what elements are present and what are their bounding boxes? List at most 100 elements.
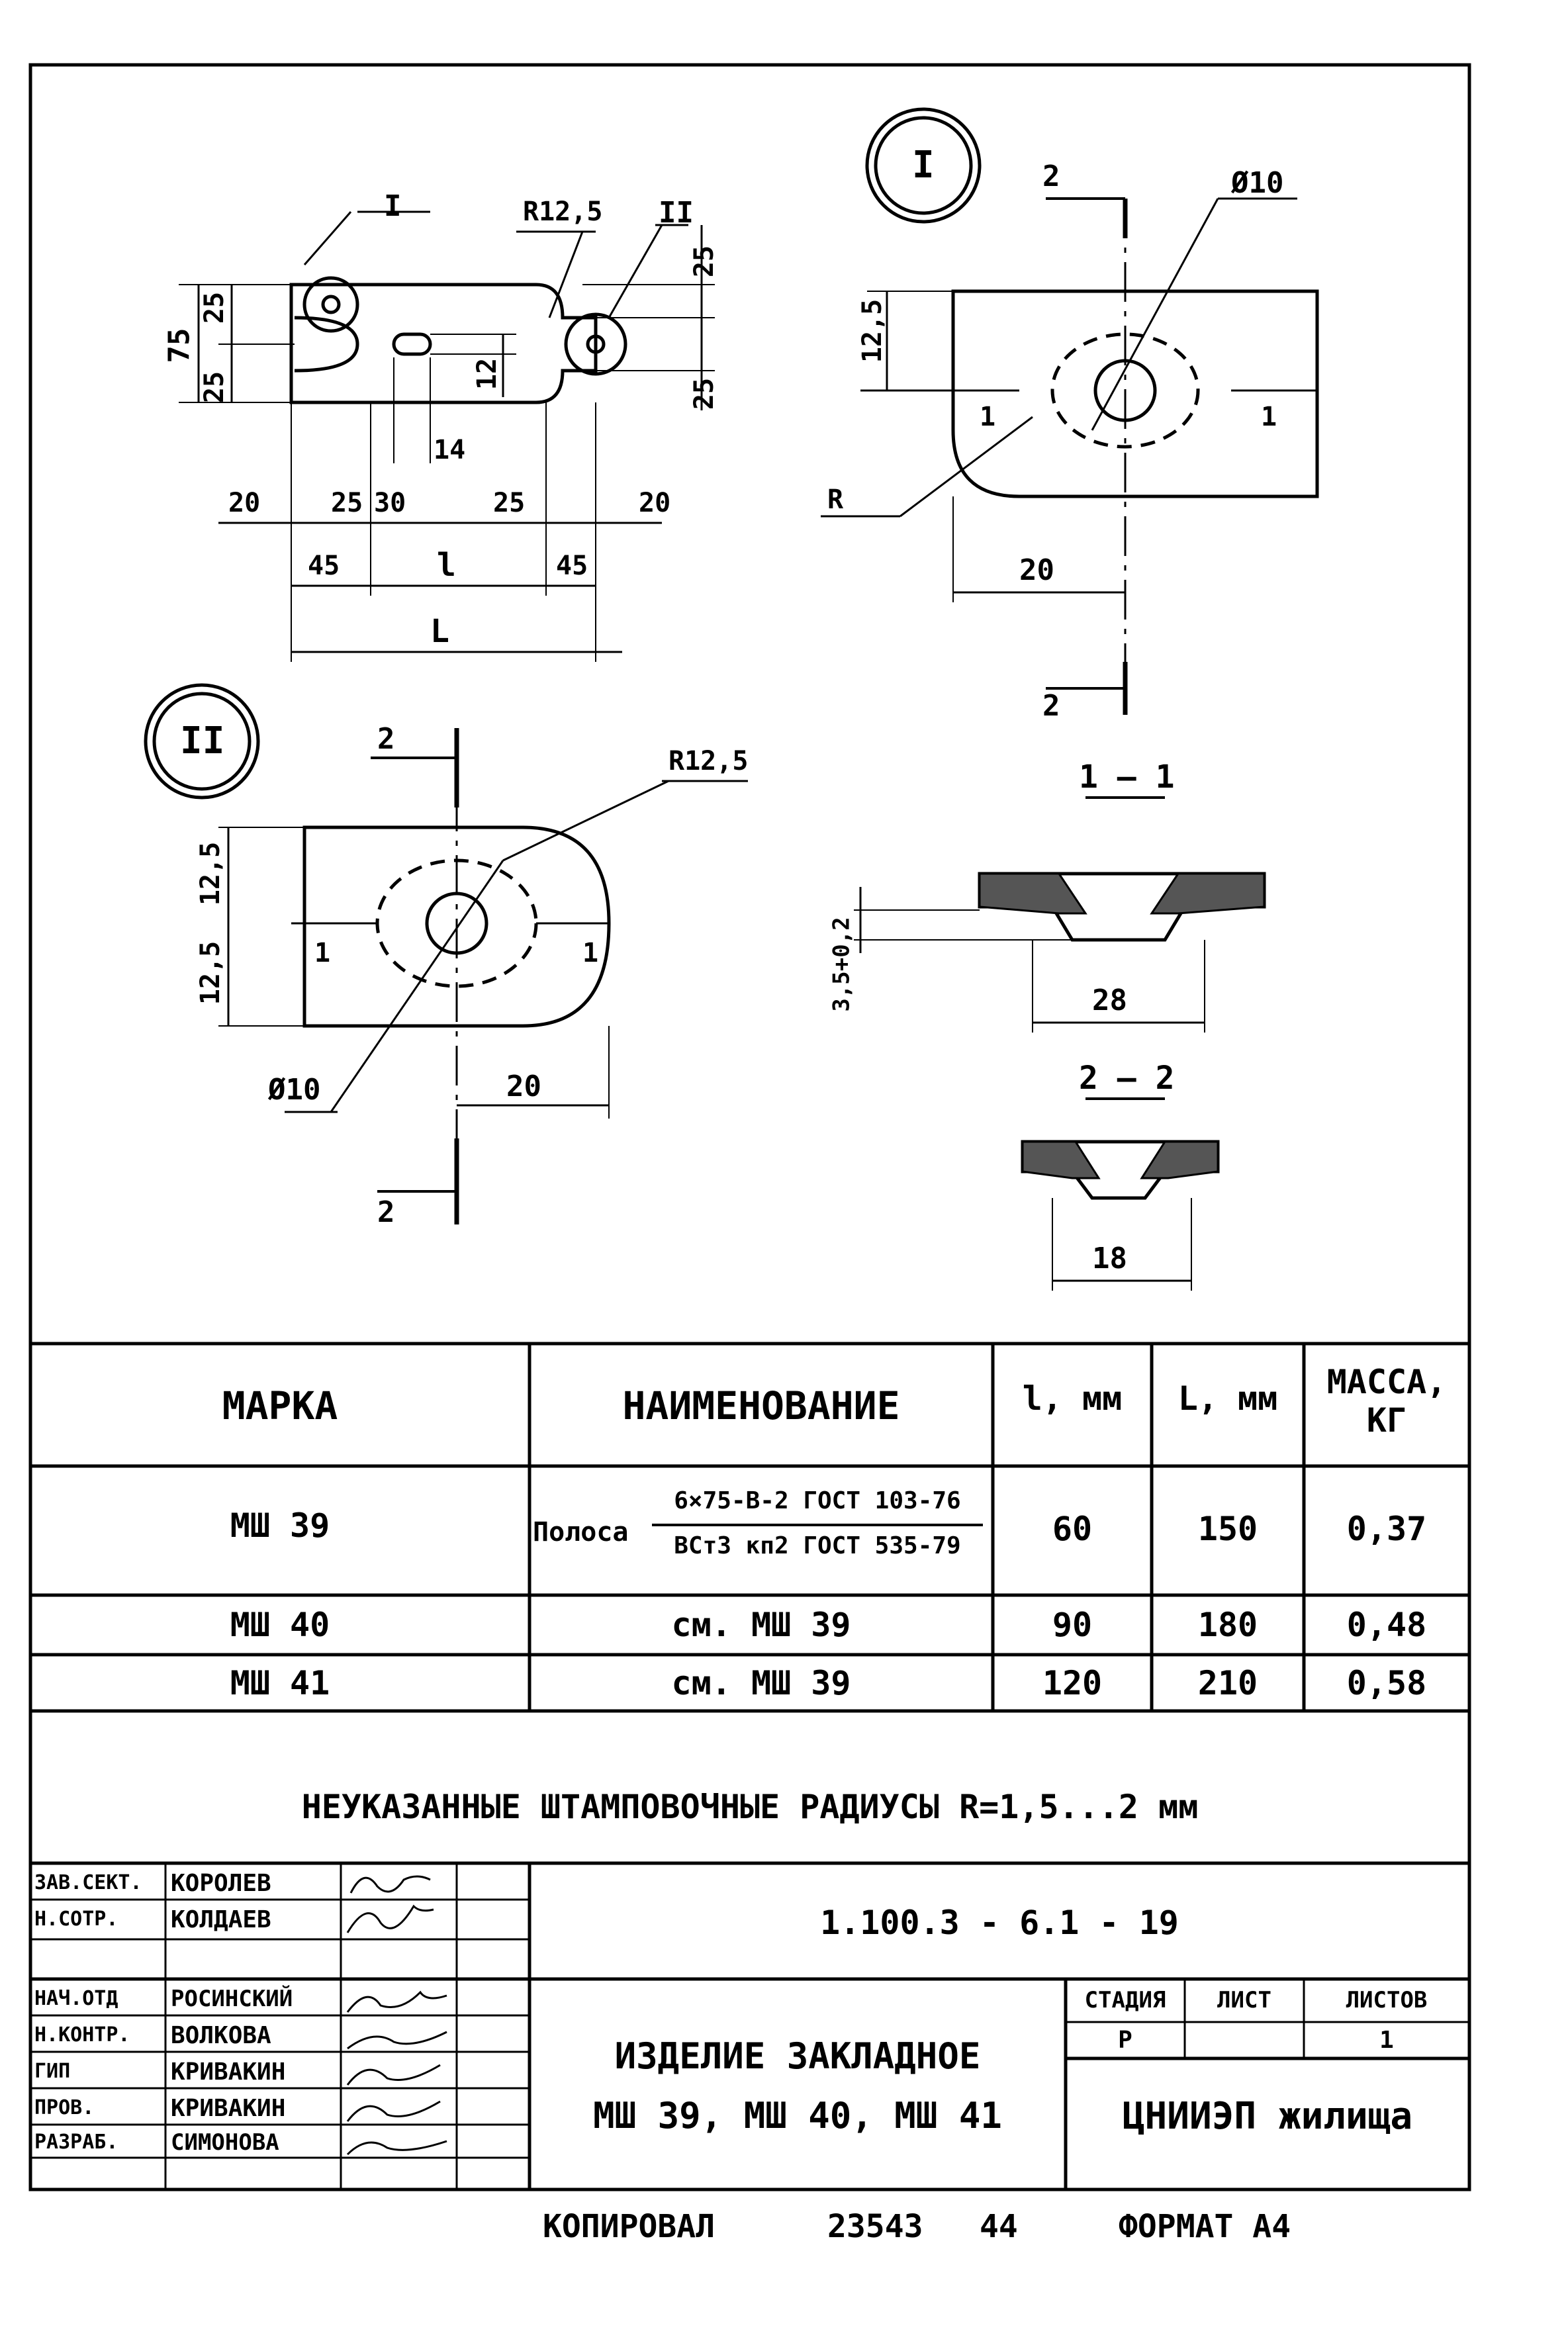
name-2: КОЛДАЕВ	[171, 1906, 271, 1933]
detail-1-cut-b: 1	[1261, 402, 1277, 432]
footer-copied-label: КОПИРОВАЛ	[543, 2208, 715, 2245]
detail-2-cut-a: 1	[314, 938, 331, 968]
dim-45-right: 45	[556, 551, 588, 581]
row-2-L: 180	[1197, 1606, 1258, 1644]
row-3-name: см. МШ 39	[671, 1664, 851, 1702]
title-block-grid	[30, 1863, 1469, 2189]
dim-75: 75	[162, 328, 197, 363]
row-2-mark: МШ 40	[230, 1606, 330, 1644]
header-mass: МАССА, КГ	[1326, 1363, 1447, 1440]
plan-view	[179, 210, 715, 662]
dim-25-top: 25	[199, 291, 230, 324]
header-l: l, мм	[1022, 1379, 1123, 1418]
row-3-L: 210	[1197, 1664, 1258, 1702]
detail-1-section-label-b: 2	[1042, 689, 1060, 723]
row-1-mark: МШ 39	[230, 1506, 330, 1545]
callout-2: II	[659, 196, 694, 230]
dim-45-left: 45	[308, 551, 340, 581]
name-8: СИМОНОВА	[171, 2129, 279, 2156]
dim-L: L	[430, 613, 449, 650]
name-4: РОСИНСКИЙ	[171, 1986, 293, 2012]
row-1-name-fraction-line	[652, 1524, 983, 1526]
name-7: КРИВАКИН	[171, 2095, 286, 2122]
stage-header: СТАДИЯ	[1084, 1987, 1166, 2013]
detail-1-marker: I	[912, 144, 935, 187]
section-1-1-view	[854, 796, 1266, 1033]
detail-1-cut-a: 1	[980, 402, 996, 432]
dim-20-right: 20	[639, 488, 671, 518]
name-6: КРИВАКИН	[171, 2058, 286, 2086]
sheets-header: ЛИСТОВ	[1346, 1987, 1428, 2013]
role-4: НАЧ.ОТД	[34, 1987, 118, 2010]
header-name: НАИМЕНОВАНИЕ	[622, 1383, 900, 1428]
detail-2-section-label-b: 2	[377, 1195, 395, 1229]
sheets-value: 1	[1379, 2027, 1394, 2054]
role-6: ГИП	[34, 2060, 71, 2083]
row-1-name-bottom: ВСт3 кп2 ГОСТ 535-79	[674, 1532, 961, 1559]
callout-1: I	[384, 189, 402, 223]
header-mark: МАРКА	[222, 1383, 338, 1428]
dim-25-mid-left: 25	[331, 488, 363, 518]
role-2: Н.СОТР.	[34, 1908, 118, 1931]
sheet-header: ЛИСТ	[1217, 1987, 1271, 2013]
role-7: ПРОВ.	[34, 2096, 95, 2119]
row-1-l: 60	[1052, 1510, 1093, 1548]
section-2-2-view	[1021, 1097, 1220, 1291]
footer-format: ФОРМАТ А4	[1119, 2208, 1291, 2245]
name-5: ВОЛКОВА	[171, 2022, 271, 2049]
document-number: 1.100.3 - 6.1 - 19	[820, 1904, 1179, 1942]
dim-14: 14	[434, 435, 466, 465]
role-8: РАЗРАБ.	[34, 2131, 118, 2154]
footer-number-2: 44	[980, 2208, 1018, 2245]
drawing-title-line-1: ИЗДЕЛИЕ ЗАКЛАДНОЕ	[614, 2035, 981, 2077]
row-1-mass: 0,37	[1346, 1510, 1427, 1548]
detail-1-diameter: Ø10	[1231, 166, 1284, 200]
section-2-2-width: 18	[1092, 1242, 1127, 1275]
row-3-mark: МШ 41	[230, 1664, 330, 1702]
dim-12: 12	[472, 357, 503, 391]
row-3-mass: 0,58	[1346, 1664, 1427, 1702]
detail-2-marker: II	[180, 719, 225, 762]
row-2-name: см. МШ 39	[671, 1606, 851, 1644]
detail-2-view	[144, 683, 748, 1224]
spec-table-grid	[30, 1342, 1469, 1865]
detail-2-diameter: Ø10	[268, 1073, 321, 1107]
detail-1-radius: R	[827, 484, 844, 515]
drawing-title-line-2: МШ 39, МШ 40, МШ 41	[593, 2095, 1002, 2137]
detail-2-section-label: 2	[377, 722, 395, 756]
radius-12-5: R12,5	[523, 197, 603, 227]
section-1-1-title: 1 – 1	[1079, 759, 1175, 796]
dim-20-left: 20	[228, 488, 261, 518]
detail-1-dim-20: 20	[1019, 553, 1054, 587]
row-2-l: 90	[1052, 1606, 1093, 1644]
section-1-1-thickness: 3,5+0,2	[828, 917, 855, 1012]
detail-1-view	[821, 107, 1319, 715]
detail-2-cut-b: 1	[582, 938, 599, 968]
row-1-L: 150	[1197, 1510, 1258, 1548]
row-2-mass: 0,48	[1346, 1606, 1427, 1644]
detail-2-dim-20: 20	[506, 1070, 541, 1103]
stage-value: Р	[1118, 2027, 1132, 2054]
detail-2-dim-12-5-bottom: 12,5	[195, 941, 226, 1005]
stamping-radius-note: НЕУКАЗАННЫЕ ШТАМПОВОЧНЫЕ РАДИУСЫ R=1,5..…	[301, 1788, 1199, 1826]
signatures	[346, 1875, 447, 2156]
row-1-name-top: 6×75-В-2 ГОСТ 103-76	[674, 1487, 961, 1514]
row-1-name-prefix: Полоса	[533, 1517, 629, 1547]
footer-number-1: 23543	[827, 2208, 923, 2245]
dim-l: l	[437, 547, 456, 584]
detail-1-section-label: 2	[1042, 160, 1060, 193]
dim-25-right-top: 25	[689, 245, 720, 278]
detail-2-radius: R12,5	[669, 746, 749, 776]
section-1-1-width: 28	[1092, 984, 1127, 1017]
dim-25-bottom: 25	[199, 371, 230, 404]
detail-1-dim-12-5: 12,5	[857, 299, 888, 363]
role-5: Н.КОНТР.	[34, 2023, 130, 2047]
sheet-frame	[28, 63, 1471, 2191]
dim-25-right-bottom: 25	[689, 377, 720, 410]
detail-2-dim-12-5-top: 12,5	[195, 841, 226, 906]
name-1: КОРОЛЕВ	[171, 1870, 271, 1897]
section-2-2-title: 2 – 2	[1079, 1060, 1175, 1097]
row-3-l: 120	[1042, 1664, 1103, 1702]
dim-30: 30	[374, 488, 406, 518]
